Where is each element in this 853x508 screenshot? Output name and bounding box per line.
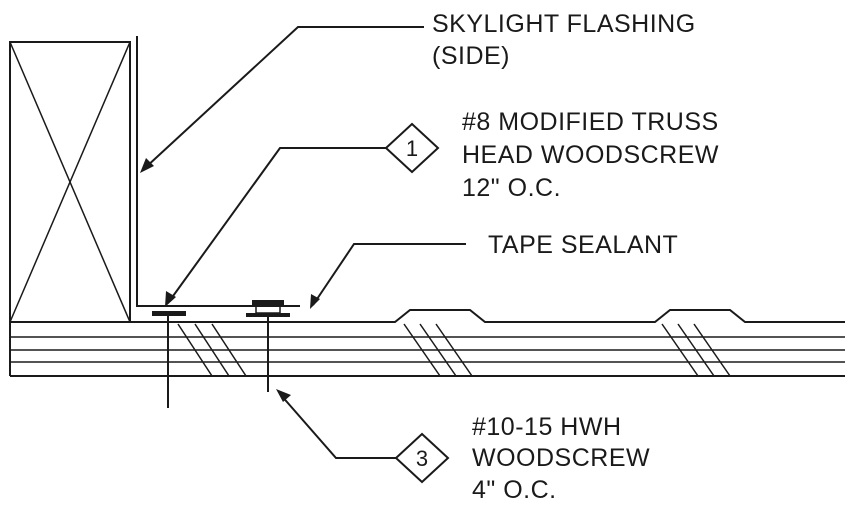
callout-truss-screw-line1: #8 MODIFIED TRUSS (462, 108, 719, 136)
leader-truss-screw (165, 147, 386, 307)
callout-tape-sealant: TAPE SEALANT (488, 231, 678, 259)
callout-hwh-screw-line2: WOODSCREW (472, 444, 650, 472)
roof-panel (9, 309, 845, 377)
hwh-screw (246, 300, 290, 392)
tag-3-label: 3 (416, 446, 428, 471)
leader-tape-sealant (310, 243, 466, 309)
tag-3: 3 (394, 432, 450, 484)
tag-1: 1 (384, 122, 440, 174)
blocking-member (9, 41, 131, 323)
callout-skylight-flashing-line2: (SIDE) (432, 42, 510, 70)
callout-truss-screw-line2: HEAD WOODSCREW (462, 141, 719, 169)
tag-1-label: 1 (406, 136, 418, 161)
callout-truss-screw-line3: 12" O.C. (462, 174, 561, 202)
callout-hwh-screw-line1: #10-15 HWH (472, 413, 622, 441)
callout-skylight-flashing-line1: SKYLIGHT FLASHING (432, 10, 696, 38)
leader-skylight-flashing (140, 26, 424, 173)
callout-hwh-screw-line3: 4" O.C. (472, 476, 557, 504)
truss-head-screw (152, 311, 186, 408)
skylight-flashing (136, 36, 300, 307)
leader-hwh-screw (276, 389, 396, 459)
hatch-marks (177, 323, 731, 377)
